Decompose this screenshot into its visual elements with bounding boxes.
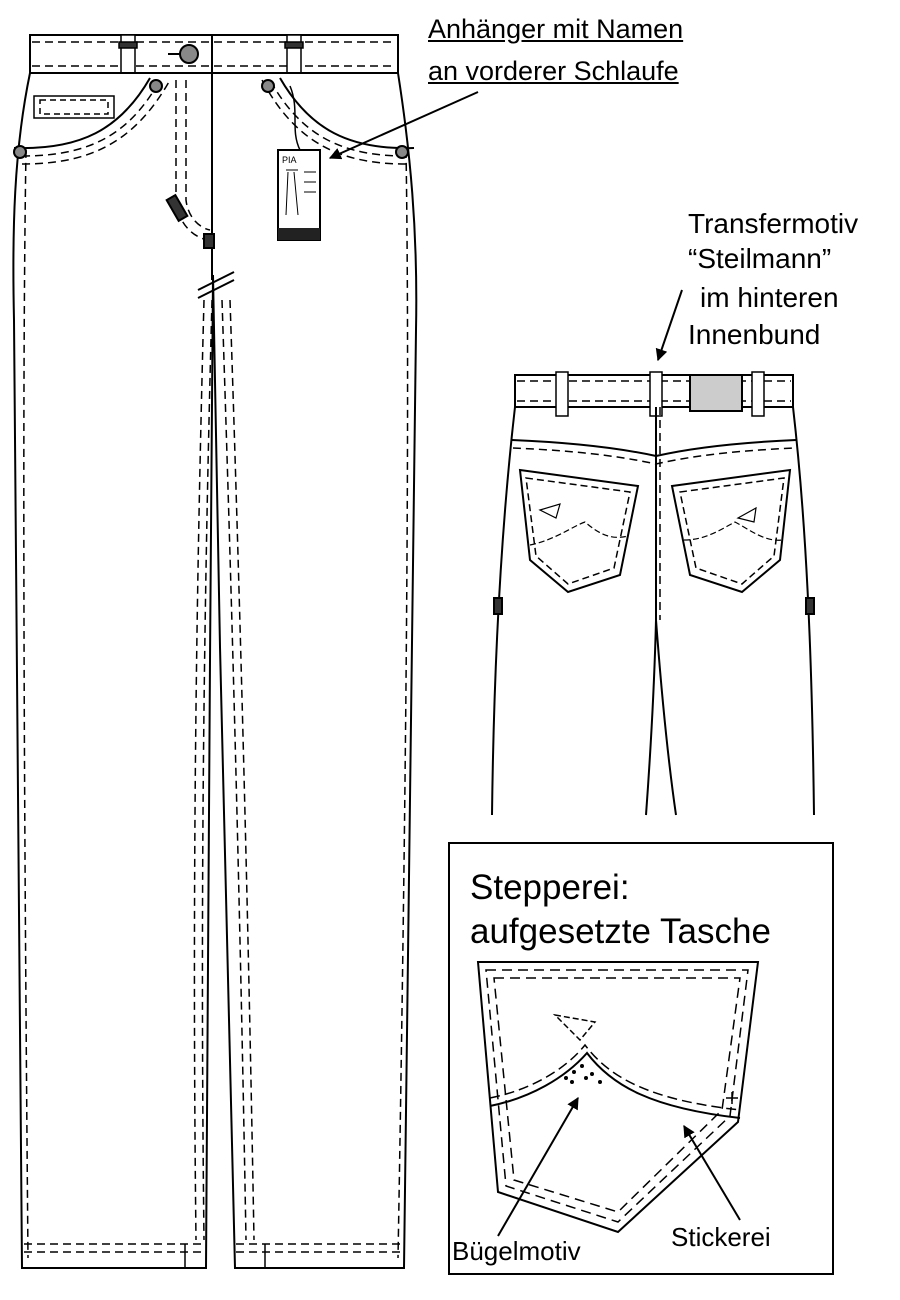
- stickerei-arrow: [683, 1124, 741, 1221]
- front-outline: [12, 72, 418, 1269]
- front-view-jeans: [12, 34, 418, 1269]
- back-belt-loops: [555, 371, 765, 417]
- stickerei-label: Stickerei: [671, 1222, 771, 1252]
- detail-title-line1: Stepperei:: [470, 868, 630, 907]
- transfer-arrow: [655, 289, 683, 362]
- buegelmotiv-label: Bügelmotiv: [452, 1236, 581, 1266]
- hang-tag-arrow: [328, 91, 479, 160]
- detail-box-frame: [448, 842, 834, 1275]
- back-pocket-left: [518, 468, 640, 594]
- back-outline: [491, 406, 815, 816]
- hang-tag-annotation-line1: Anhänger mit Namen: [428, 14, 684, 44]
- front-fly: [165, 73, 235, 299]
- transfer-annotation-line4: Innenbund: [688, 319, 821, 350]
- buegelmotiv-arrow: [497, 1096, 579, 1237]
- steilmann-label-patch: [689, 374, 743, 412]
- hang-tag-brand: PIA: [282, 155, 297, 165]
- detail-pocket: [476, 961, 760, 1234]
- front-waistband: [29, 34, 399, 74]
- front-button: [168, 44, 199, 64]
- transfer-annotation-line2: “Steilmann”: [688, 243, 832, 274]
- hang-tag: PIA: [277, 85, 321, 241]
- back-pocket-right: [670, 468, 792, 594]
- front-pockets: [13, 77, 415, 165]
- buegelmotiv-dots: [564, 1064, 602, 1084]
- back-view-jeans: [491, 371, 815, 816]
- transfer-annotation-line3: im hinteren: [700, 282, 839, 313]
- coin-pocket: [33, 95, 115, 119]
- detail-title-line2: aufgesetzte Tasche: [470, 912, 771, 951]
- front-hems: [24, 1243, 402, 1268]
- hang-tag-annotation-line2: an vorderer Schlaufe: [428, 56, 679, 86]
- transfer-annotation-line1: Transfermotiv: [688, 208, 859, 239]
